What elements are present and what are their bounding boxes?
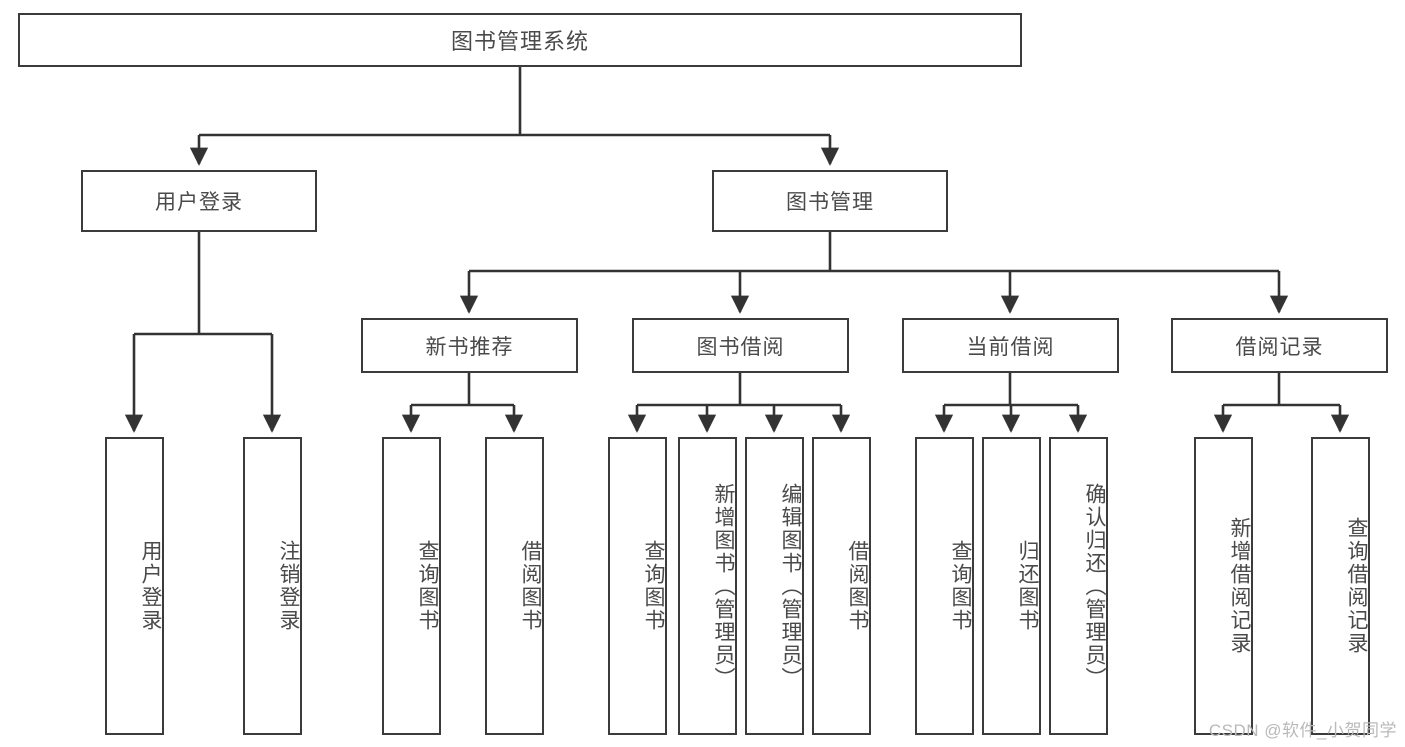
leaf-edit-book-admin[interactable]: 编辑图书（管理员） (745, 437, 804, 735)
node-label: 借阅图书 (519, 540, 542, 632)
leaf-logout[interactable]: 注销登录 (243, 437, 302, 735)
node-root-book-management-system[interactable]: 图书管理系统 (18, 13, 1022, 67)
node-label: 图书借阅 (696, 335, 785, 359)
node-label: 图书管理 (786, 191, 874, 214)
node-new-book-recommend[interactable]: 新书推荐 (361, 318, 578, 373)
leaf-query-book-current[interactable]: 查询图书 (915, 437, 974, 735)
node-label: 编辑图书（管理员） (779, 482, 802, 690)
node-label: 归还图书 (1016, 540, 1039, 632)
node-borrow-records[interactable]: 借阅记录 (1171, 318, 1388, 373)
leaf-user-login[interactable]: 用户登录 (105, 437, 164, 735)
node-book-management[interactable]: 图书管理 (712, 170, 948, 232)
node-label: 图书管理系统 (450, 29, 589, 54)
node-label: 借阅图书 (846, 540, 869, 632)
leaf-borrow-book-new-recommend[interactable]: 借阅图书 (485, 437, 544, 735)
node-label: 当前借阅 (966, 335, 1055, 359)
watermark-text: CSDN @软件_小贺同学 (1208, 721, 1397, 740)
node-label: 查询借阅记录 (1345, 517, 1368, 655)
leaf-query-book-borrow[interactable]: 查询图书 (608, 437, 667, 735)
leaf-query-borrow-record[interactable]: 查询借阅记录 (1311, 437, 1370, 735)
node-label: 新增图书（管理员） (712, 482, 735, 690)
leaf-return-book[interactable]: 归还图书 (982, 437, 1041, 735)
node-label: 确认归还（管理员） (1083, 482, 1106, 690)
node-current-borrow[interactable]: 当前借阅 (902, 318, 1119, 373)
leaf-borrow-book[interactable]: 借阅图书 (812, 437, 871, 735)
node-user-login[interactable]: 用户登录 (81, 170, 317, 232)
leaf-add-book-admin[interactable]: 新增图书（管理员） (678, 437, 737, 735)
leaf-query-book-new-recommend[interactable]: 查询图书 (382, 437, 441, 735)
node-label: 用户登录 (139, 540, 162, 632)
node-label: 新书推荐 (425, 335, 514, 359)
node-label: 注销登录 (277, 540, 300, 632)
leaf-add-borrow-record[interactable]: 新增借阅记录 (1194, 437, 1253, 735)
node-label: 新增借阅记录 (1228, 517, 1251, 655)
node-label: 用户登录 (155, 191, 243, 214)
node-book-borrow[interactable]: 图书借阅 (632, 318, 849, 373)
node-label: 查询图书 (949, 540, 972, 632)
node-label: 查询图书 (416, 540, 439, 632)
node-label: 查询图书 (642, 540, 665, 632)
node-label: 借阅记录 (1235, 335, 1324, 359)
leaf-confirm-return-admin[interactable]: 确认归还（管理员） (1049, 437, 1108, 735)
